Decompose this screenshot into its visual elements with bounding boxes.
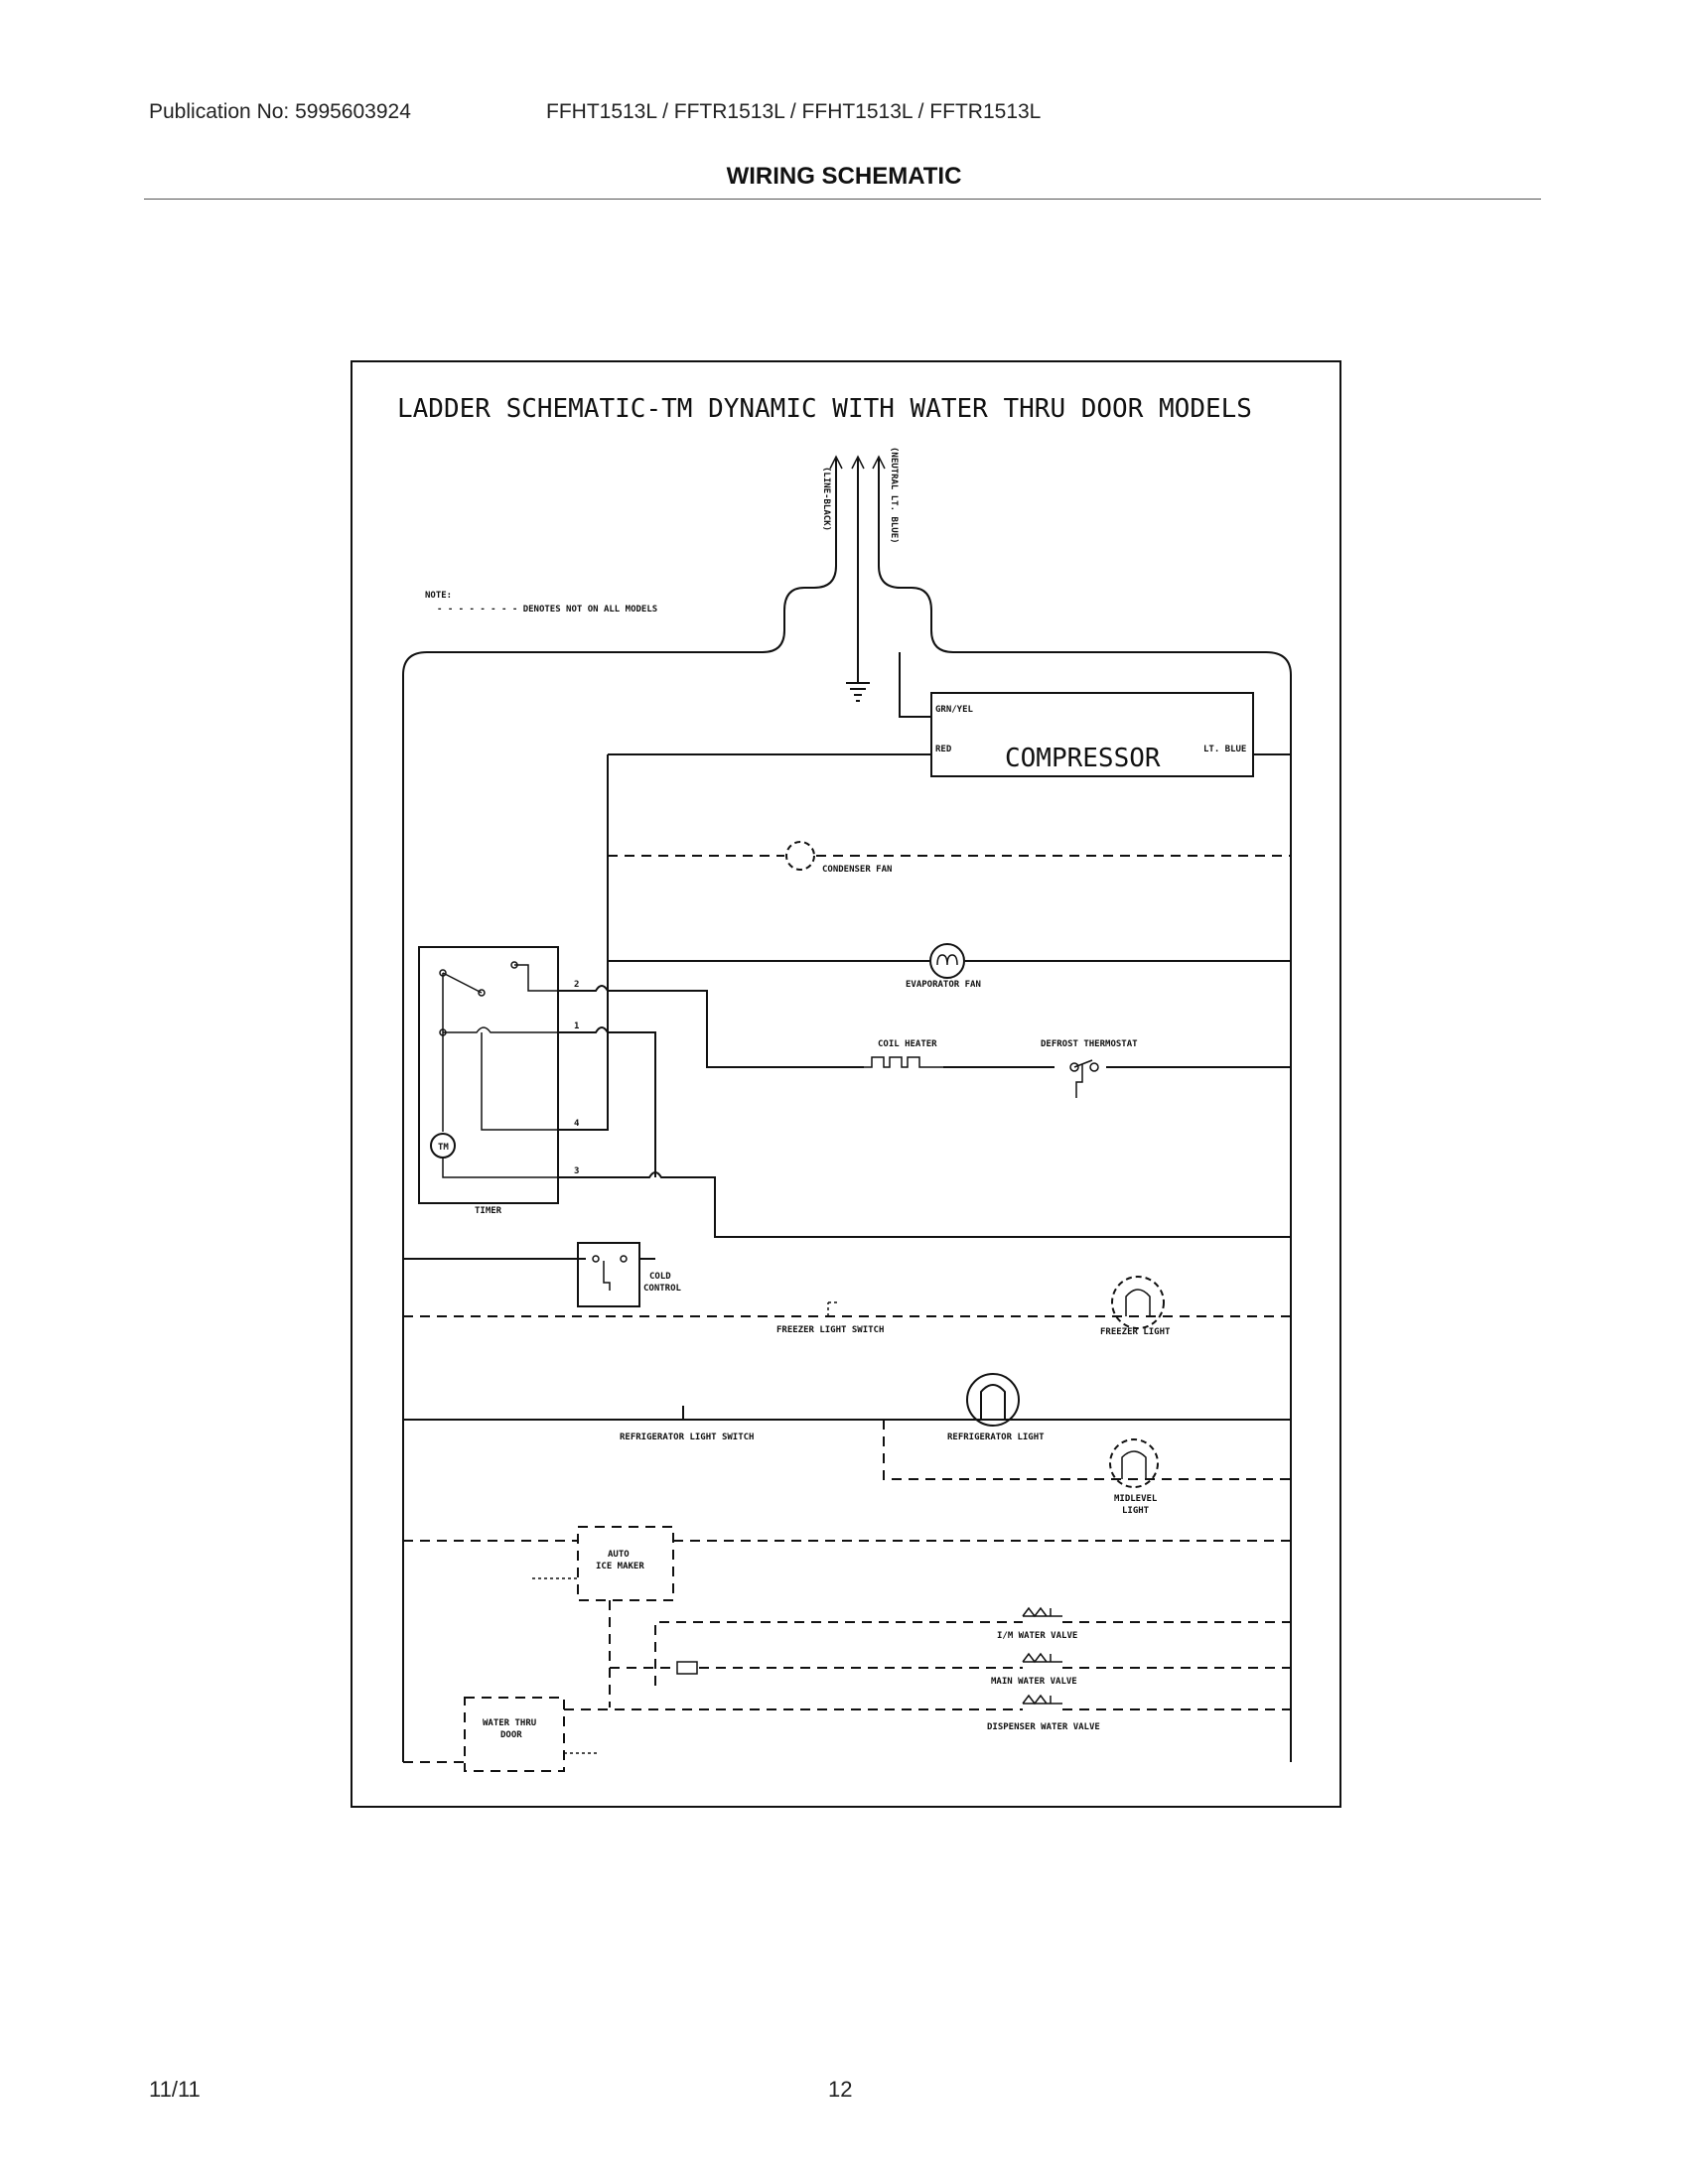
condenser-fan-icon <box>608 841 1291 871</box>
freezer-light-switch-label: FREEZER LIGHT SWITCH <box>776 1325 884 1335</box>
cold-control-label-2: CONTROL <box>643 1284 682 1294</box>
dispenser-water-valve-label: DISPENSER WATER VALVE <box>987 1722 1100 1732</box>
power-supply-leads <box>402 455 1292 1762</box>
freezer-light-circuit <box>403 1276 1291 1329</box>
water-thru-door-circuit <box>403 1697 600 1772</box>
schematic-frame <box>351 360 1341 1808</box>
header-divider <box>144 199 1541 200</box>
lt-blue-label: LT. BLUE <box>1203 745 1246 754</box>
timer-motor-label: TM <box>438 1143 449 1153</box>
note-text: - - - - - - - - DENOTES NOT ON ALL MODEL… <box>437 605 657 614</box>
im-water-valve-label: I/M WATER VALVE <box>997 1631 1077 1641</box>
neutral-label: (NEUTRAL LT. BLUE) <box>889 447 899 544</box>
defrost-thermostat-icon <box>943 1059 1291 1098</box>
cold-control <box>403 1242 655 1307</box>
model-numbers: FFHT1513L / FFTR1513L / FFHT1513L / FFTR… <box>546 100 1042 123</box>
defrost-timer <box>418 946 559 1204</box>
defrost-thermostat-label: DEFROST THERMOSTAT <box>1041 1039 1138 1049</box>
ice-maker-circuit <box>403 1526 1291 1710</box>
auto-ice-maker-label-2: ICE MAKER <box>596 1562 644 1571</box>
ground-icon <box>846 682 870 702</box>
refrigerator-light-switch-label: REFRIGERATOR LIGHT SWITCH <box>620 1433 754 1442</box>
grn-yel-label: GRN/YEL <box>935 705 974 715</box>
publication-number: Publication No: 5995603924 <box>149 100 411 123</box>
compressor-label: COMPRESSOR <box>1005 744 1161 773</box>
main-water-valve-label: MAIN WATER VALVE <box>991 1677 1077 1687</box>
midlevel-light-label-1: MIDLEVEL <box>1114 1494 1158 1504</box>
evaporator-fan-label: EVAPORATOR FAN <box>906 980 981 990</box>
compressor <box>608 652 1291 777</box>
line-black-label: (LINE-BLACK) <box>821 467 831 531</box>
freezer-light-label: FREEZER LIGHT <box>1100 1327 1171 1337</box>
refrigerator-light-circuit <box>403 1373 1291 1488</box>
terminal-3-label: 3 <box>574 1166 579 1176</box>
red-label: RED <box>935 745 952 754</box>
water-thru-door-label-1: WATER THRU <box>483 1718 536 1728</box>
water-thru-door-label-2: DOOR <box>500 1730 522 1740</box>
cold-control-label-1: COLD <box>649 1272 671 1282</box>
publication-date: 11/11 <box>149 2077 201 2102</box>
condenser-fan-label: CONDENSER FAN <box>822 865 892 875</box>
note-title: NOTE: <box>425 591 452 601</box>
terminal-2-label: 2 <box>574 980 579 990</box>
timer-wiring <box>558 985 1291 1238</box>
terminal-4-label: 4 <box>574 1119 580 1129</box>
terminal-1-label: 1 <box>574 1022 579 1031</box>
coil-heater-icon <box>864 1056 943 1068</box>
evaporator-fan-icon <box>608 943 1291 979</box>
refrigerator-light-label: REFRIGERATOR LIGHT <box>947 1433 1045 1442</box>
timer-label: TIMER <box>475 1206 502 1216</box>
coil-heater-label: COIL HEATER <box>878 1039 937 1049</box>
midlevel-light-label-2: LIGHT <box>1122 1506 1150 1516</box>
page-number: 12 <box>828 2077 853 2102</box>
page-title: WIRING SCHEMATIC <box>726 163 962 190</box>
auto-ice-maker-label-1: AUTO <box>608 1550 630 1560</box>
schematic-title: LADDER SCHEMATIC-TM DYNAMIC WITH WATER T… <box>397 394 1252 424</box>
